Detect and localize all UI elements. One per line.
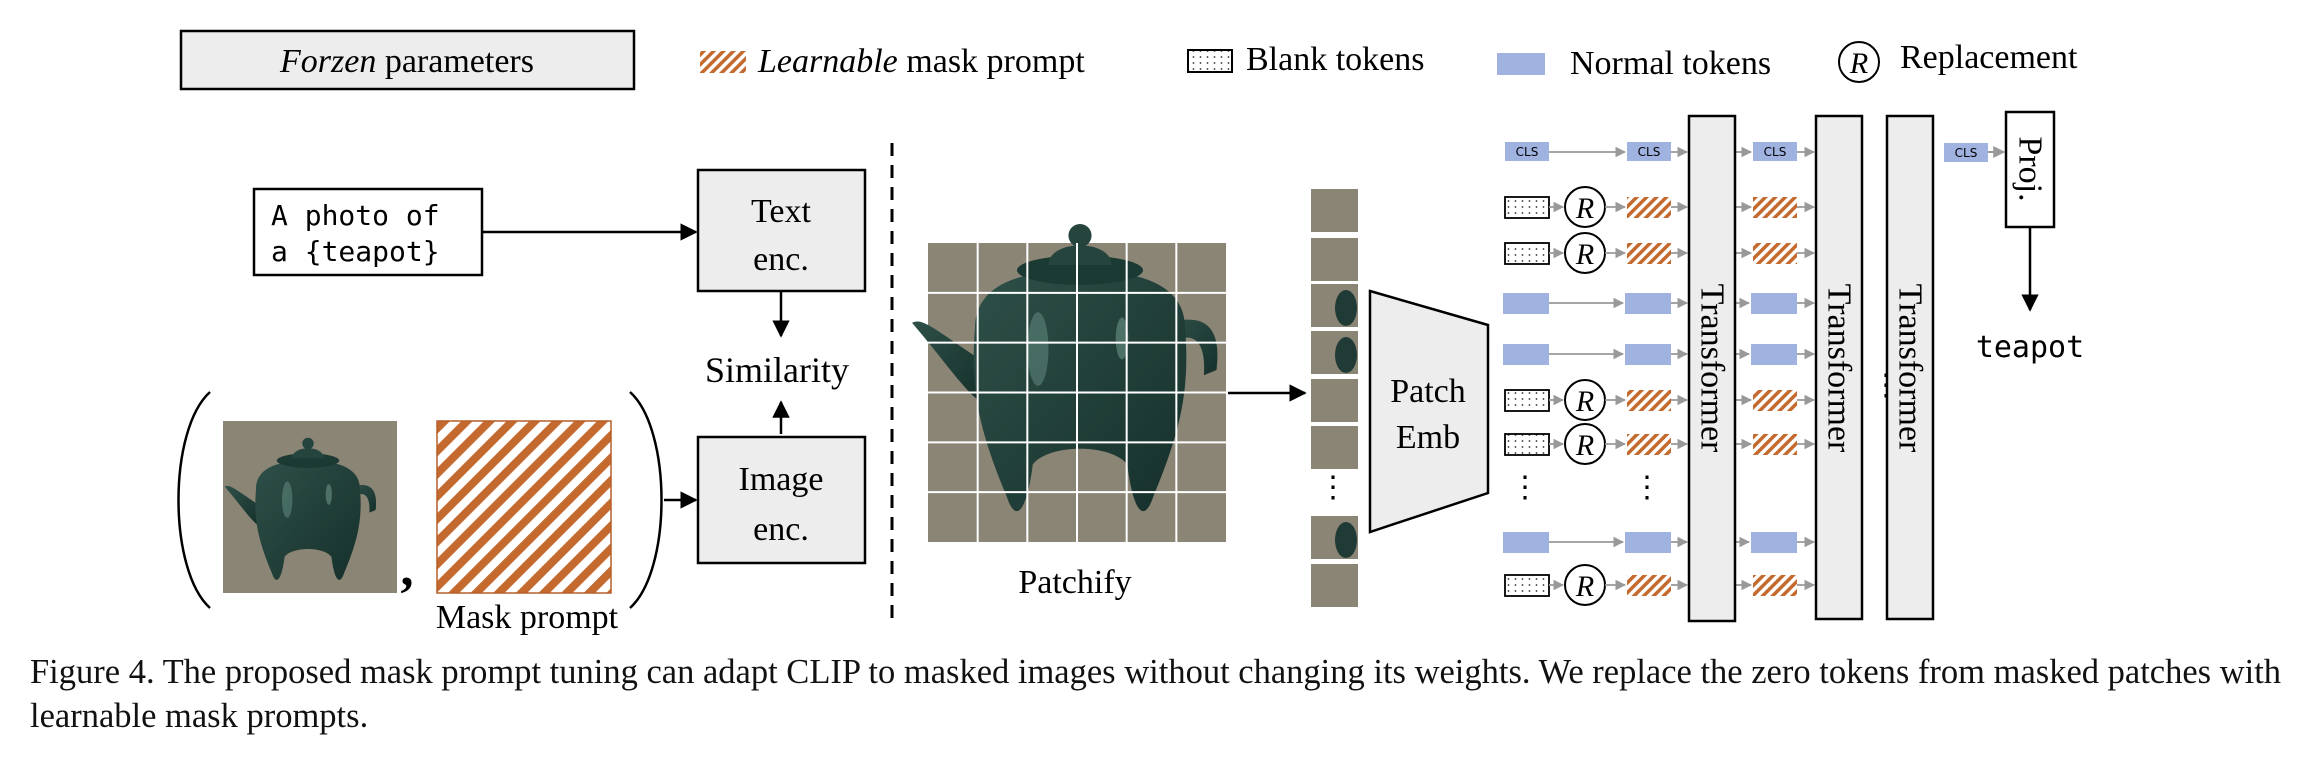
normal-token: [1503, 344, 1549, 365]
replacement-icon-label: R: [1575, 429, 1594, 462]
mask-prompt-token: [1753, 243, 1797, 264]
text-encoder-box: [696, 168, 867, 293]
patch-tile: [1311, 379, 1358, 422]
replacement-icon-label: R: [1575, 570, 1594, 603]
mask-prompt-token: [1753, 575, 1797, 596]
projection-label: Proj.: [2012, 136, 2049, 201]
figure-caption: Figure 4. The proposed mask prompt tunin…: [30, 653, 2282, 735]
transformer-block-1: [1687, 114, 1737, 623]
mask-prompt-label: Mask prompt: [436, 599, 619, 636]
mask-prompt-token: [1753, 197, 1797, 218]
svg-text:CLS: CLS: [1955, 146, 1978, 160]
transformer-block-1-label: Transformer: [1694, 284, 1731, 453]
svg-text:R: R: [1849, 47, 1868, 80]
token-ellipsis: ⋮: [1510, 471, 1540, 504]
final-cls-token: [1944, 143, 1988, 162]
normal-token: [1503, 532, 1549, 553]
patch-tile: [1311, 426, 1358, 469]
patch-embedding-label-2: Emb: [1396, 419, 1460, 456]
text-prompt-line1: A photo of: [271, 199, 440, 232]
cls-token-label: CLS: [1764, 145, 1787, 159]
text-prompt-line2: a {teapot}: [271, 235, 440, 268]
transformer-blocks: Transformer Transformer ⋮ Transformer: [1687, 114, 1935, 623]
cls-token-label: CLS: [1638, 145, 1661, 159]
normal-token: [1625, 532, 1671, 553]
patch-grid-lines: [928, 243, 1226, 542]
blank-token: [1504, 242, 1550, 265]
mask-prompt-token: [1627, 390, 1671, 411]
normal-token: [1503, 293, 1549, 314]
similarity-label: Similarity: [705, 350, 849, 390]
blank-token: [1504, 574, 1550, 597]
transformer-block-n-label: Transformer: [1892, 284, 1929, 453]
patch-sequence-ellipsis: ⋮: [1318, 471, 1348, 504]
normal-token: [1625, 344, 1671, 365]
transformer-block-n: [1885, 114, 1935, 621]
image-encoder-label-1: Image: [739, 461, 824, 498]
legend-normal-swatch: [1497, 53, 1545, 75]
cls-token: [1505, 142, 1549, 161]
mask-prompt-token: [1627, 243, 1671, 264]
legend-replacement-label: Replacement: [1900, 39, 2078, 76]
blank-token: [1504, 196, 1550, 219]
projection-box: [2004, 110, 2056, 229]
method-diagram: Forzen parameters Learnable mask prompt …: [177, 29, 2084, 636]
mask-prompt-token: [1627, 197, 1671, 218]
blank-token: [1504, 389, 1550, 412]
replacement-icon-label: R: [1575, 238, 1594, 271]
tuple-right-paren: [629, 391, 663, 609]
legend-frozen-swatch: [179, 29, 636, 91]
cls-token: [1627, 142, 1671, 161]
image-encoder-box: [696, 435, 867, 565]
legend-learnable-label: Learnable mask prompt: [757, 43, 1085, 80]
normal-token: [1751, 293, 1797, 314]
image-encoder-label-2: enc.: [753, 511, 809, 548]
patchify-label: Patchify: [1018, 564, 1131, 601]
mask-prompt-token: [1753, 390, 1797, 411]
replacement-icon-label: R: [1575, 192, 1594, 225]
mask-prompt-image: [436, 420, 612, 594]
legend-blank-label: Blank tokens: [1246, 41, 1424, 78]
patch-tile: [1311, 564, 1358, 607]
patch-tile-teapot-fragment: [1335, 337, 1357, 373]
patch-tile-teapot-fragment: [1335, 290, 1357, 326]
masked-teapot-image: [223, 421, 397, 593]
blank-token: [1504, 433, 1550, 456]
legend-blank-swatch: [1187, 49, 1233, 73]
patch-tile: [1311, 238, 1358, 281]
normal-token: [1751, 344, 1797, 365]
legend-learnable-swatch: [700, 51, 746, 73]
legend-normal-label: Normal tokens: [1570, 45, 1771, 82]
patch-tile: [1311, 189, 1358, 232]
mask-prompt-token: [1627, 575, 1671, 596]
patchify-panel: Patchify: [912, 224, 1307, 601]
text-prompt-box: [252, 187, 484, 277]
projection-head: CLS Proj. teapot: [1944, 110, 2084, 365]
legend-frozen-label: Forzen parameters: [279, 43, 534, 80]
replacement-icon-label: R: [1575, 385, 1594, 418]
patch-tile-teapot-fragment: [1335, 522, 1357, 558]
cls-token-label: CLS: [1516, 145, 1539, 159]
tuple-comma: ,: [401, 540, 414, 597]
tuple-left-paren: [177, 391, 211, 609]
patch-sequence: [1311, 189, 1358, 607]
normal-token: [1751, 532, 1797, 553]
clip-branch: A photo of a {teapot} Text enc. Similari…: [177, 168, 867, 636]
mask-prompt-token: [1753, 434, 1797, 455]
patch-embedding-block: [1368, 289, 1490, 534]
mask-prompt-token: [1627, 434, 1671, 455]
text-encoder-label-1: Text: [751, 193, 811, 230]
patch-embedding-label-1: Patch: [1390, 373, 1466, 410]
cls-token: [1753, 142, 1797, 161]
transformer-block-2: [1814, 114, 1864, 621]
transformer-block-2-label: Transformer: [1821, 284, 1858, 453]
legend: Forzen parameters Learnable mask prompt …: [179, 29, 2078, 91]
predicted-class-label: teapot: [1976, 330, 2084, 365]
legend-replacement-icon: [1838, 41, 1880, 83]
normal-token: [1625, 293, 1671, 314]
text-encoder-label-2: enc.: [753, 241, 809, 278]
token-ellipsis: ⋮: [1632, 471, 1662, 504]
